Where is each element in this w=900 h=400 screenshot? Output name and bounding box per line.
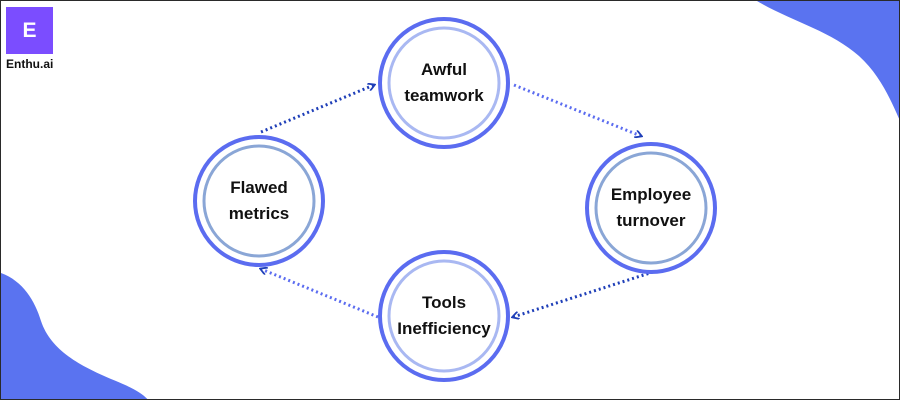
node-label-employee-turnover: Employee turnover: [586, 182, 716, 234]
logo-letter: E: [22, 18, 37, 42]
blob-bottom-left-shape: [1, 273, 148, 399]
node-tools-inefficiency: [378, 250, 510, 382]
node-label-line2: turnover: [616, 211, 686, 230]
node-flawed-metrics: [193, 135, 325, 267]
node-label-line1: Flawed: [230, 178, 288, 197]
edge-employee-to-tools: [513, 270, 654, 317]
brand-name: Enthu.ai: [6, 57, 54, 71]
node-label-line1: Employee: [610, 185, 692, 204]
node-employee-turnover: [585, 142, 717, 274]
node-label-flawed-metrics: Flawed metrics: [194, 175, 324, 227]
node-label-line2: teamwork: [404, 86, 484, 105]
node-label-line1: Awful: [421, 60, 467, 79]
blob-top-right-shape: [757, 1, 899, 119]
node-awful-teamwork: [378, 17, 510, 149]
node-label-line2: Inefficiency: [397, 319, 491, 338]
edge-flawed-to-awful: [260, 85, 374, 134]
node-label-awful-teamwork: Awful teamwork: [379, 57, 509, 109]
node-label-line2: metrics: [228, 204, 290, 223]
node-label-line1: Tools: [421, 293, 467, 312]
node-label-tools-inefficiency: Tools Inefficiency: [379, 290, 509, 342]
enthu-logo: E: [6, 7, 53, 54]
edge-tools-to-flawed: [261, 269, 379, 319]
edge-awful-to-employee: [513, 83, 641, 136]
